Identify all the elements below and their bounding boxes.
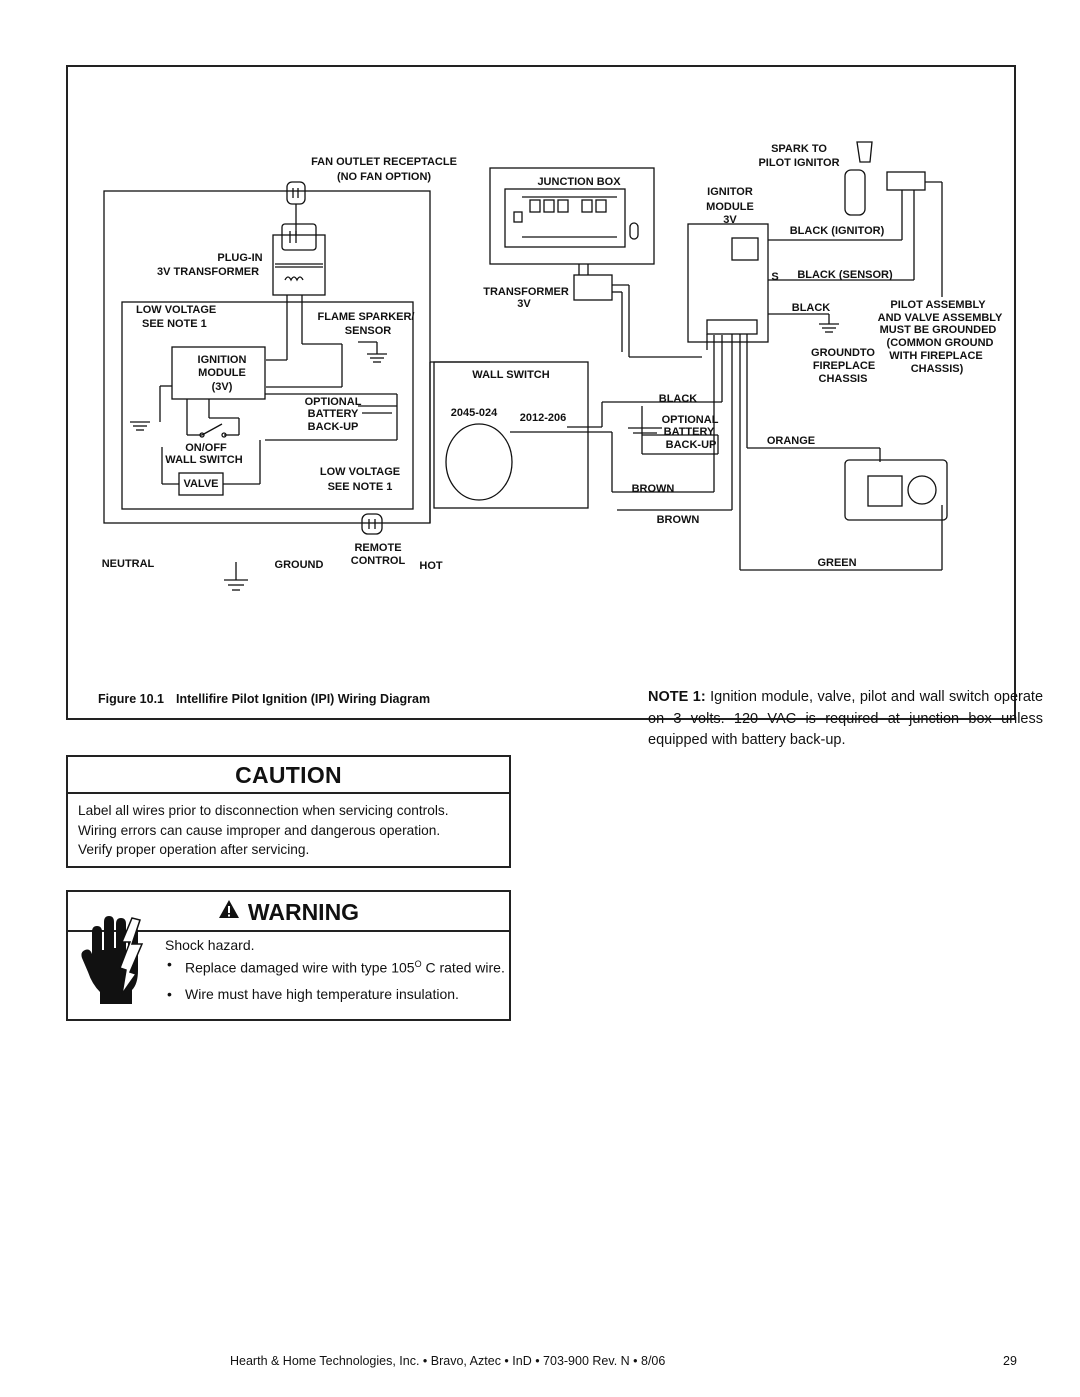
diagram-label-black-sensor: BLACK (SENSOR) [797,269,893,281]
warning-bullet: •Wire must have high temperature insulat… [167,985,459,1002]
diagram-label-pilot-ignitor: PILOT IGNITOR [758,157,839,169]
diagram-label-brown-2: BROWN [657,514,700,526]
diagram-label-pilot-assembly-5: WITH FIREPLACE [889,350,983,362]
diagram-label-low-voltage: LOW VOLTAGE [136,304,216,316]
diagram-label-brown-1: BROWN [632,483,675,495]
diagram-label-ground-to-2: FIREPLACE [813,360,875,372]
diagram-label-ground: GROUND [275,559,324,571]
figure-title: Intellifire Pilot Ignition (IPI) Wiring … [176,692,431,706]
diagram-label-pilot-assembly-2: AND VALVE ASSEMBLY [878,312,1003,324]
degree-mark: O [414,959,422,969]
caution-line: Wiring errors can cause improper and dan… [78,822,441,838]
diagram-label-ignitor-module: MODULE [706,201,754,213]
diagram-label-ignition: IGNITION [198,354,247,366]
warning-box: WARNING Shock hazard. •Replace damaged w… [66,890,511,1021]
diagram-label-pilot-assembly-3: MUST BE GROUNDED [880,324,997,336]
shock-hazard-icon [78,914,156,1011]
diagram-label-ground-to-1: GROUNDTO [811,347,875,359]
footer-text: Hearth & Home Technologies, Inc. • Bravo… [230,1354,666,1368]
diagram-label-ignitor-3v: 3V [723,214,737,226]
diagram-label-low-voltage-2: LOW VOLTAGE [320,466,400,478]
warning-header: WARNING [68,892,509,932]
diagram-label-control: CONTROL [351,555,406,567]
diagram-label-green: GREEN [817,557,856,569]
diagram-label-no-fan: (NO FAN OPTION) [337,171,431,183]
caution-heading: CAUTION [68,757,509,794]
caution-body: Label all wires prior to disconnection w… [68,794,509,860]
diagram-label-battery: BATTERY [308,408,359,420]
figure-caption: Figure 10.1 Intellifire Pilot Ignition (I… [98,692,430,706]
warning-triangle-icon [218,891,240,931]
caution-box: CAUTION Label all wires prior to disconn… [66,755,511,868]
diagram-label-black-2: BLACK [659,393,698,405]
figure-frame: FAN OUTLET RECEPTACLE (NO FAN OPTION) PLUG… [66,65,1043,748]
bullet-text: C rated wire. [421,959,505,976]
diagram-label-ground-to-3: CHASSIS [819,373,868,385]
note-text: Ignition module, valve, pilot and wall s… [648,689,1044,748]
warning-body: Shock hazard. •Replace damaged wire with… [165,936,505,1004]
diagram-label-fan-outlet: FAN OUTLET RECEPTACLE [311,156,457,168]
diagram-label-part-a: 2045-024 [451,407,498,419]
wiring-diagram: FAN OUTLET RECEPTACLE (NO FAN OPTION) PLUG… [102,141,1003,591]
diagram-label-battery-2: BATTERY [664,426,715,438]
figure-number: Figure 10.1 [98,692,164,706]
diagram-label-see-note: SEE NOTE 1 [142,318,207,330]
diagram-label-on-off: ON/OFF [185,442,227,454]
diagram-label-junction-box: JUNCTION BOX [537,176,621,188]
diagram-label-sensor: SENSOR [345,325,392,337]
diagram-label-optional-2: OPTIONAL [662,414,719,426]
diagram-label-see-note-2: SEE NOTE 1 [328,481,393,493]
diagram-label-hot: HOT [419,560,443,572]
bullet-text: Wire must have high temperature insulati… [185,985,459,1002]
diagram-label-pilot-assembly-1: PILOT ASSEMBLY [890,299,986,311]
diagram-label-valve: VALVE [183,478,218,490]
diagram-label-back-up: BACK-UP [308,421,359,433]
page-number: 29 [1003,1354,1017,1368]
diagram-label-three-v-paren: (3V) [212,381,233,393]
caution-line: Verify proper operation after servicing. [78,842,310,857]
diagram-label-pilot-assembly-6: CHASSIS) [911,363,964,375]
diagram-label-optional: OPTIONAL [305,396,362,408]
diagram-label-wall-switch: WALL SWITCH [472,369,549,381]
warning-bullet: •Replace damaged wire with type 105O C r… [167,956,505,976]
diagram-label-transformer-3v-small: 3V [517,298,531,310]
diagram-label-black-ignitor: BLACK (IGNITOR) [790,225,885,237]
caution-line: Label all wires prior to disconnection w… [78,803,449,818]
diagram-label-wall-switch-upper: WALL SWITCH [165,454,242,466]
diagram-label-plug-in: PLUG-IN [217,252,262,264]
warning-heading: WARNING [247,899,360,925]
diagram-label-back-up-2: BACK-UP [666,439,717,451]
diagram-label-transformer-3v: 3V TRANSFORMER [157,266,259,278]
diagram-label-black: BLACK [792,302,831,314]
diagram-label-neutral: NEUTRAL [102,558,155,570]
diagram-label-s-mark: S [771,271,778,283]
diagram-label-part-b: 2012-206 [520,412,567,424]
diagram-label-ignitor: IGNITOR [707,186,753,198]
diagram-label-remote: REMOTE [354,542,401,554]
note-lead: NOTE 1: [648,689,706,705]
warning-intro: Shock hazard. [165,937,255,953]
diagram-label-module: MODULE [198,367,246,379]
diagram-label-pilot-assembly-4: (COMMON GROUND [887,337,994,349]
diagram-label-flame-sparker: FLAME SPARKER/ [318,311,415,323]
diagram-label-orange: ORANGE [767,435,815,447]
bullet-text: Replace damaged wire with type 105 [185,959,415,976]
diagram-label-spark-to: SPARK TO [771,143,827,155]
diagram-label-transformer: TRANSFORMER [483,286,569,298]
note-1: NOTE 1: Ignition module, valve, pilot an… [648,687,1043,752]
